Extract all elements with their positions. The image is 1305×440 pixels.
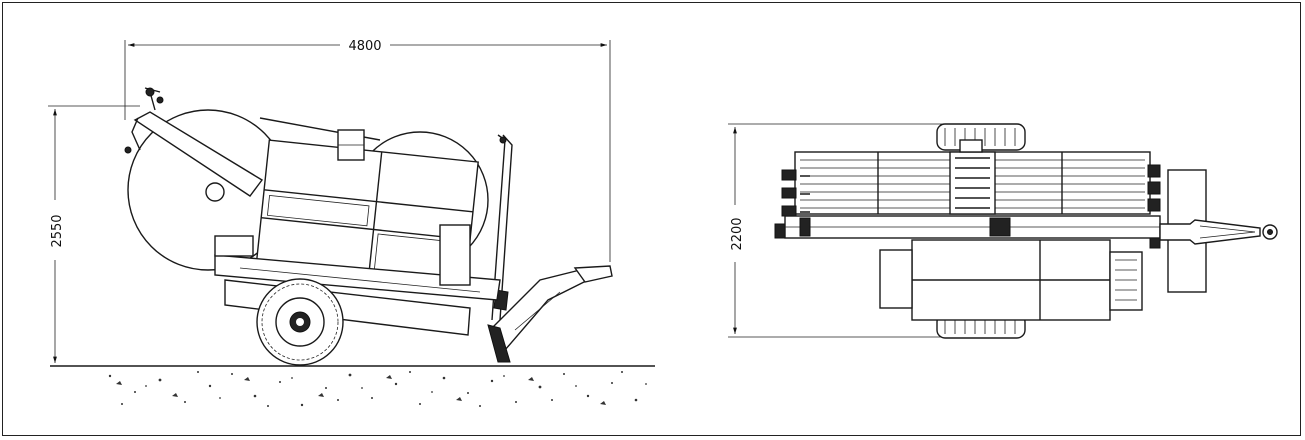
height-dimension: 2550: [48, 105, 140, 363]
side-view: 4800 2550: [48, 39, 655, 407]
side-machine: [124, 87, 613, 366]
length-dimension: 4800: [124, 39, 611, 262]
rear-arm: [133, 111, 264, 197]
top-machine: [774, 123, 1278, 339]
center-gear: [949, 151, 996, 215]
top-view: 2200: [728, 123, 1278, 339]
width-dimension: 2200: [728, 123, 950, 338]
wheel: [256, 278, 344, 366]
height-label: 2550: [50, 214, 65, 247]
tow-bar: [1159, 219, 1261, 245]
chassis-frame: [214, 254, 501, 301]
length-label: 4800: [348, 39, 381, 54]
tow-arm: [487, 265, 613, 363]
width-label: 2200: [730, 217, 745, 250]
ground: [50, 365, 655, 407]
